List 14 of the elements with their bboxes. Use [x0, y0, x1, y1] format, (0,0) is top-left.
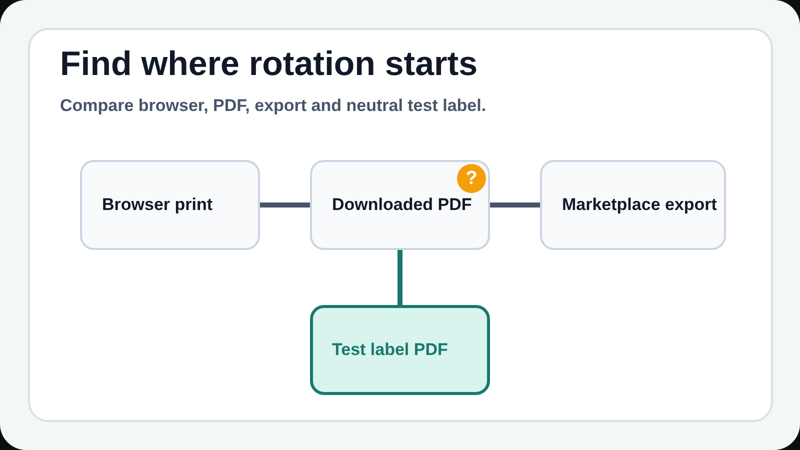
highlighted-box [310, 305, 490, 395]
process-box [310, 160, 490, 250]
title: Find where rotation starts [60, 44, 478, 85]
connector-line [260, 202, 310, 208]
node-label: Test label PDF [332, 340, 448, 360]
question-badge: ? [457, 164, 486, 193]
process-box [80, 160, 260, 250]
subtitle: Compare browser, PDF, export and neutral test label. [60, 96, 486, 116]
node-label: Marketplace export [562, 194, 717, 216]
process-box [540, 160, 726, 250]
connector-line [490, 202, 540, 208]
node-label: Downloaded PDF [332, 194, 472, 216]
node-label: Browser print [102, 194, 213, 216]
connector-line [398, 250, 402, 305]
